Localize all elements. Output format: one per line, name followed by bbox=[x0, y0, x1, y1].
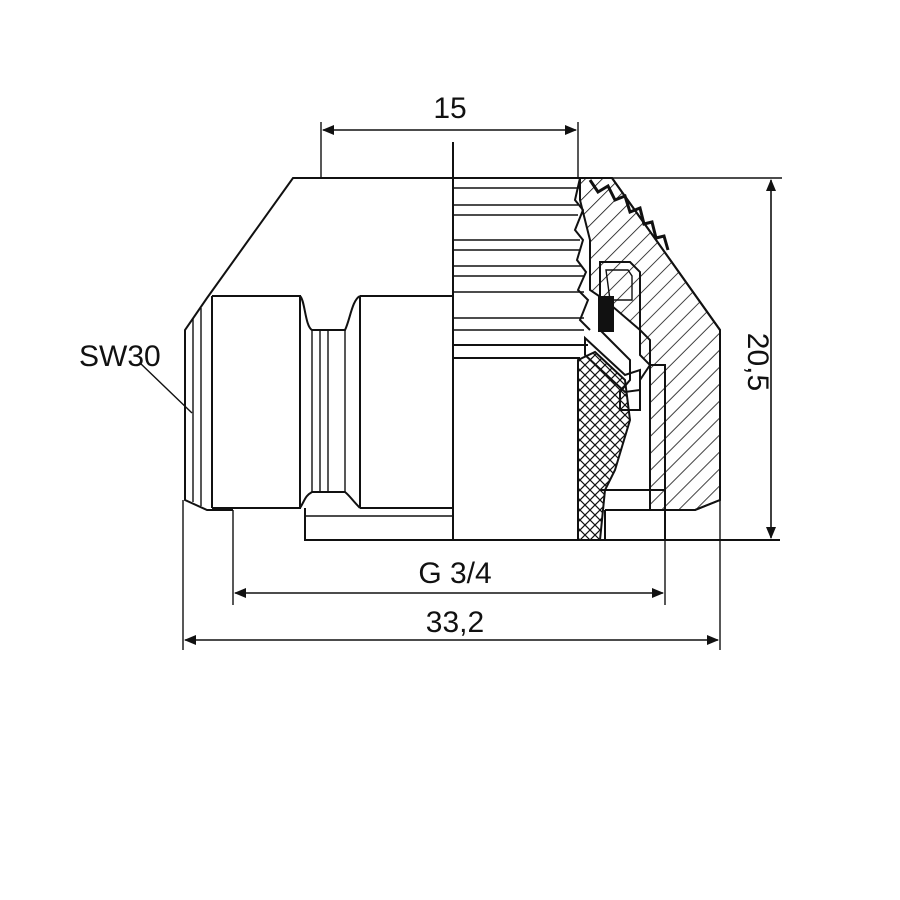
exterior-view bbox=[184, 142, 454, 541]
dimension-thread: G 3/4 bbox=[232, 510, 666, 605]
dimension-height-label: 20,5 bbox=[741, 333, 774, 391]
dimension-top-label: 15 bbox=[433, 92, 466, 125]
section-view bbox=[453, 177, 780, 541]
dimension-top: 15 bbox=[320, 92, 579, 178]
dimension-thread-label: G 3/4 bbox=[418, 557, 491, 590]
dimension-overall-label: 33,2 bbox=[426, 606, 484, 639]
callout-wrench-size-label: SW30 bbox=[79, 340, 161, 373]
dimension-height: 20,5 bbox=[612, 177, 782, 539]
dimension-overall: 33,2 bbox=[182, 500, 721, 650]
callout-wrench-size: SW30 bbox=[79, 340, 193, 414]
